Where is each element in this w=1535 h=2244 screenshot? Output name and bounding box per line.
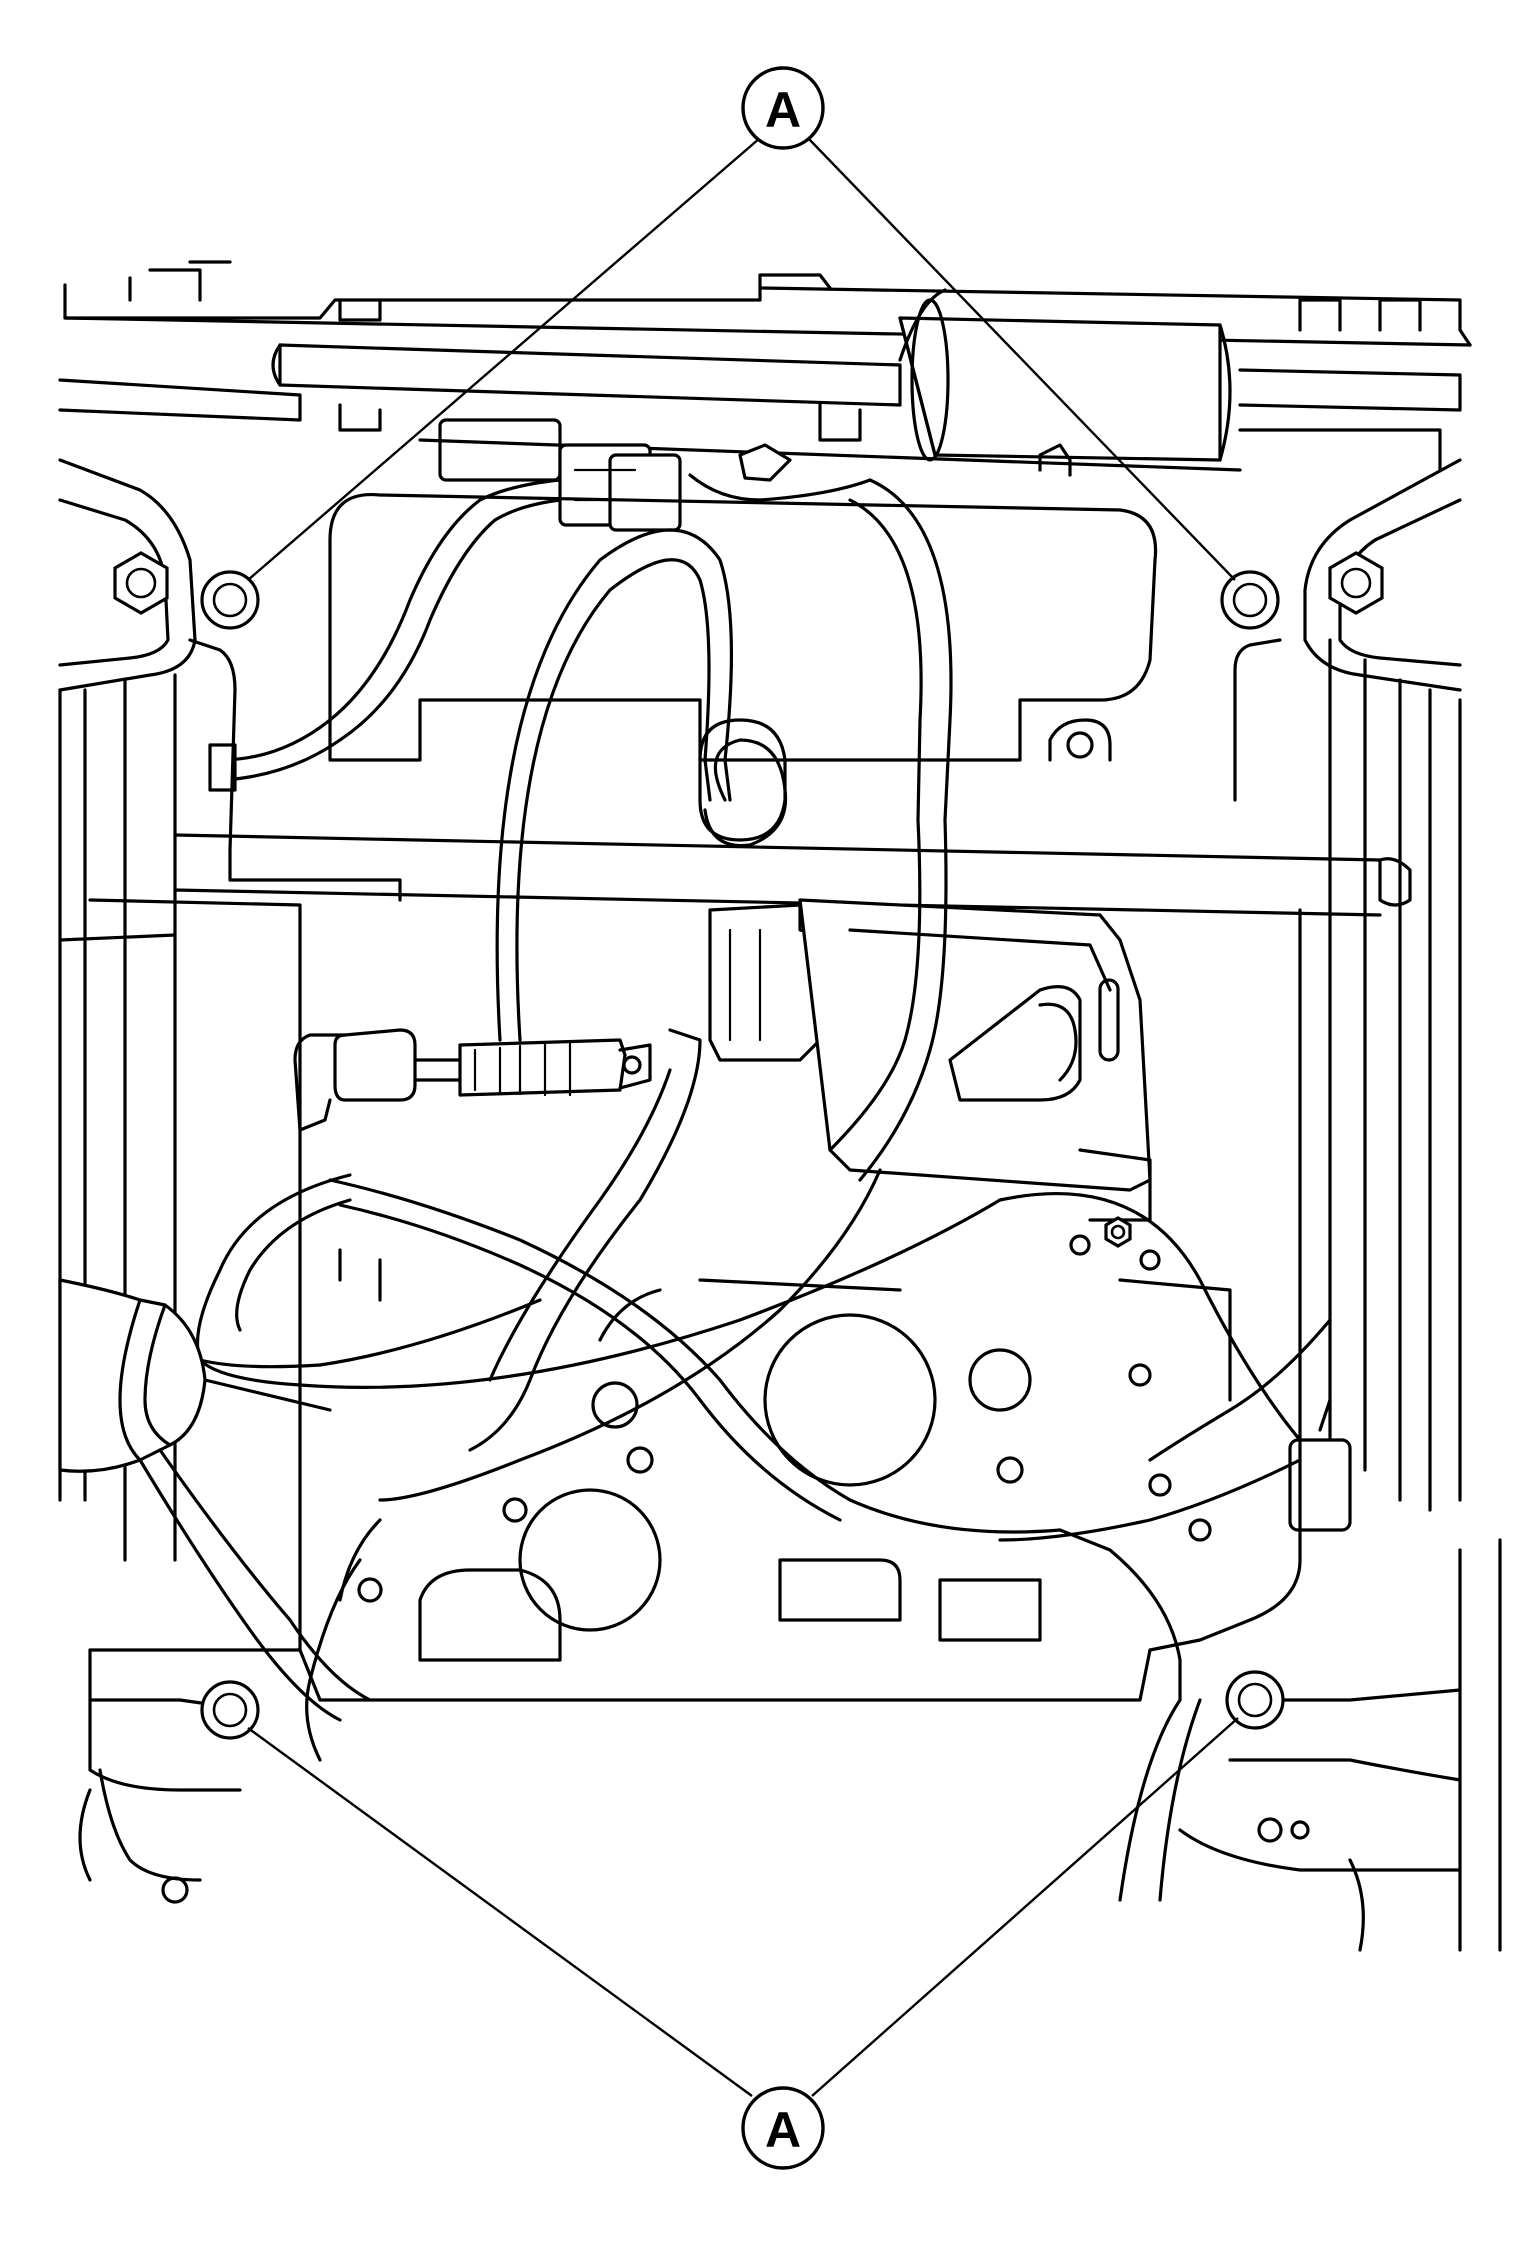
left-grommet bbox=[58, 1278, 372, 1722]
callout-top-label: A bbox=[765, 82, 801, 138]
left-side-frame bbox=[58, 458, 1382, 1562]
upper-rail-assembly bbox=[58, 260, 1472, 482]
callout-bottom: A bbox=[741, 2086, 825, 2170]
hex-bolt-icon bbox=[113, 551, 169, 615]
bolts bbox=[113, 551, 1384, 1740]
callout-top: A bbox=[741, 66, 825, 150]
right-side-frame bbox=[1233, 458, 1502, 1952]
left-connector bbox=[293, 1028, 652, 1132]
lower-frame bbox=[78, 1248, 1462, 1952]
callout-bottom-label: A bbox=[765, 2102, 801, 2158]
hex-bolt-icon bbox=[200, 1680, 260, 1740]
hex-bolt-icon bbox=[1328, 551, 1384, 615]
leader-lines bbox=[247, 137, 1239, 2097]
harness-loops bbox=[195, 528, 1332, 1902]
hex-bolt-icon bbox=[1220, 570, 1280, 630]
center-module bbox=[708, 898, 1161, 1271]
hex-bolt-icon bbox=[1225, 1670, 1285, 1730]
upper-harness bbox=[208, 443, 1072, 822]
hex-bolt-icon bbox=[200, 570, 260, 630]
